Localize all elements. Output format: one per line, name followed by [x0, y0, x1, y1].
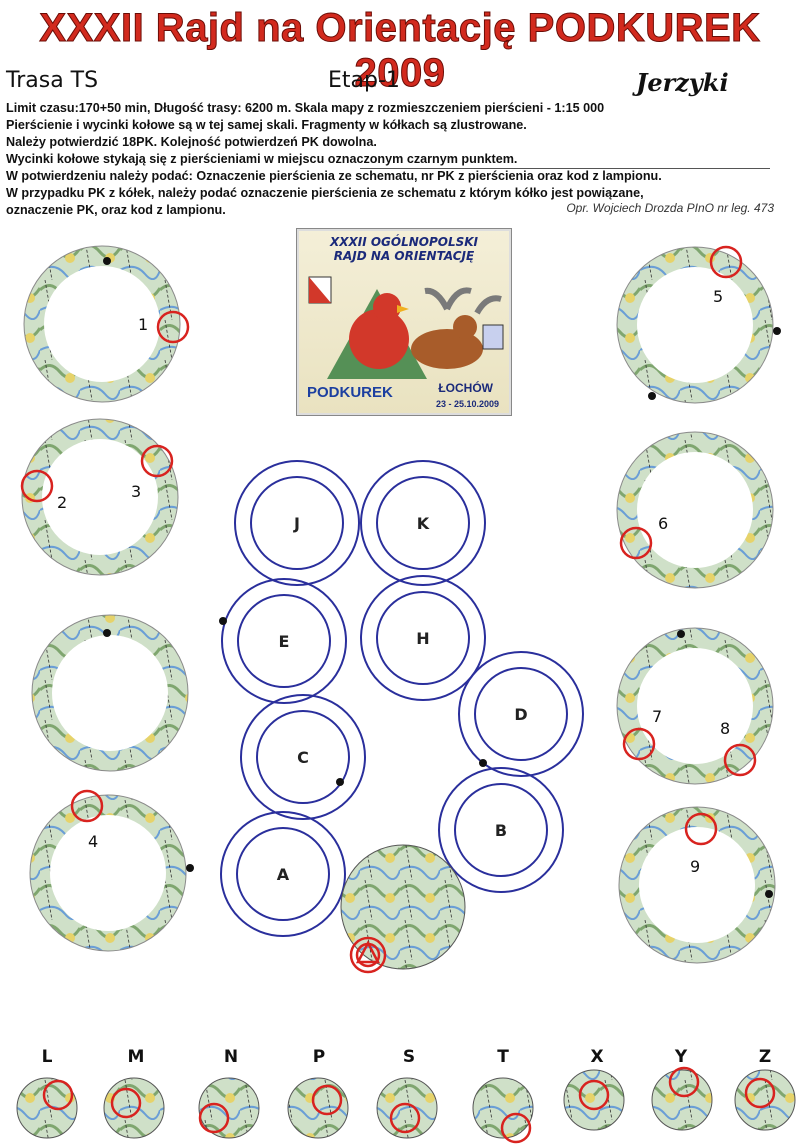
- scheme-ring-label: D: [514, 705, 527, 724]
- scheme-ring-J: [234, 460, 360, 586]
- map-ring-left-1: [23, 245, 181, 403]
- map-ring-right-3: [616, 627, 774, 785]
- poster-title: XXXII OGÓLNOPOLSKI RAJD NA ORIENTACJĘ: [329, 235, 479, 263]
- map-ring-left-4: [29, 794, 194, 952]
- map-ring-left-3: [31, 614, 189, 772]
- small-map-label: L: [42, 1047, 53, 1067]
- instruction-line: W potwierdzeniu należy podać: Oznaczenie…: [6, 169, 662, 183]
- start-map-disc: [340, 844, 466, 974]
- small-map-label: M: [128, 1047, 145, 1067]
- control-number: 8: [720, 719, 730, 738]
- scheme-ring-label: E: [279, 632, 290, 651]
- divider: [360, 168, 770, 169]
- control-number: 4: [88, 832, 98, 851]
- scheme-ring-A: [220, 811, 346, 937]
- stage-label: Etap-1: [328, 68, 400, 93]
- small-map-circle: [103, 1077, 165, 1139]
- event-poster: XXXII OGÓLNOPOLSKI RAJD NA ORIENTACJĘ PO…: [296, 228, 512, 416]
- small-map-label: S: [403, 1047, 415, 1067]
- small-map-circle: [734, 1069, 796, 1131]
- control-number: 2: [57, 493, 67, 512]
- author-credit: Opr. Wojciech Drozda PInO nr leg. 473: [566, 201, 774, 215]
- scheme-ring-label: J: [293, 514, 300, 533]
- poster-dates: 23 - 25.10.2009: [435, 399, 499, 409]
- instruction-line: Wycinki kołowe stykają się z pierścienia…: [6, 152, 518, 166]
- poster-city: ŁOCHÓW: [438, 381, 493, 395]
- course-label: Trasa TS: [6, 68, 99, 93]
- small-map-label: P: [313, 1047, 325, 1067]
- start-triangle-icon: [355, 940, 381, 964]
- control-circle: [156, 310, 190, 344]
- instruction-line: Należy potwierdzić 18PK. Kolejność potwi…: [6, 135, 377, 149]
- scheme-ring-E: [221, 578, 347, 704]
- small-map-label: X: [590, 1047, 603, 1067]
- scheme-ring-label: C: [297, 748, 309, 767]
- scheme-ring-label: B: [495, 821, 507, 840]
- control-number: 3: [131, 482, 141, 501]
- scheme-ring-B: [438, 767, 564, 893]
- control-number: 7: [652, 707, 662, 726]
- control-circle: [140, 444, 174, 478]
- small-map-label: Z: [759, 1047, 771, 1067]
- scheme-ring-D: [458, 651, 584, 777]
- small-map-circle: [16, 1077, 78, 1139]
- control-number: 1: [138, 315, 148, 334]
- instructions: Limit czasu:170+50 min, Długość trasy: 6…: [6, 100, 796, 219]
- small-map-circle: [472, 1077, 534, 1144]
- control-circle: [70, 789, 104, 823]
- control-circle: [723, 743, 757, 777]
- small-map-row: [16, 1066, 796, 1144]
- small-map-label: Y: [674, 1047, 688, 1067]
- scheme-ring-label: K: [417, 514, 430, 533]
- instruction-line: Limit czasu:170+50 min, Długość trasy: 6…: [6, 101, 605, 115]
- scheme-ring-label: H: [416, 629, 429, 648]
- control-circle: [20, 469, 54, 503]
- scheme-ring-K: [360, 460, 486, 586]
- scheme-ring-C: [240, 694, 366, 820]
- map-ring-right-1: [616, 246, 781, 404]
- page-title: XXXII Rajd na Orientację PODKUREK 2009: [39, 6, 761, 96]
- map-ring-right-4: [618, 806, 776, 964]
- small-map-circle: [287, 1077, 349, 1139]
- poster-brand: PODKUREK: [307, 384, 393, 401]
- small-map-circle: [198, 1077, 260, 1139]
- control-circle: [684, 812, 718, 846]
- control-number: 6: [658, 514, 668, 533]
- poster-mascots-icon: [308, 276, 504, 379]
- map-ring-right-2: [616, 431, 774, 589]
- control-number: 9: [690, 857, 700, 876]
- small-map-circle: [376, 1077, 438, 1139]
- small-map-circle: [563, 1069, 625, 1131]
- control-number: 5: [713, 287, 723, 306]
- small-map-label: T: [497, 1047, 509, 1067]
- small-map-circle: [651, 1066, 713, 1131]
- instruction-line: Pierścienie i wycinki kołowe są w tej sa…: [6, 118, 527, 132]
- control-circle: [622, 727, 656, 761]
- map-ring-left-2: [21, 418, 179, 576]
- control-circle: [709, 245, 743, 279]
- team-name: Jerzyki: [636, 68, 729, 97]
- scheme-ring-H: [360, 575, 486, 701]
- instruction-line: oznaczenie PK, oraz kod z lampionu.: [6, 203, 226, 217]
- control-circle: [619, 526, 653, 560]
- instruction-line: W przypadku PK z kółek, należy podać ozn…: [6, 186, 644, 200]
- scheme-ring-label: A: [277, 865, 290, 884]
- small-map-label: N: [224, 1047, 238, 1067]
